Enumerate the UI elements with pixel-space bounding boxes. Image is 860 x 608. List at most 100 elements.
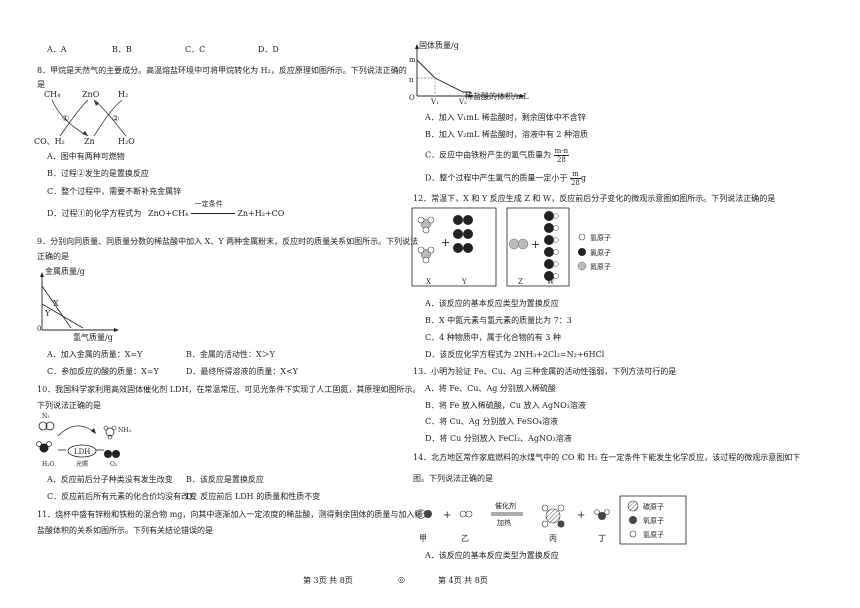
q8-option-c: C．整个过程中，需要不断补充金属锌 <box>47 187 182 196</box>
q12-option-d: D．该反应化学方程式为 2NH₃+2Cl₂=N₂+6HCl <box>425 350 605 359</box>
q8-option-d-left: ZnO+CH₄ <box>147 209 189 218</box>
q14-plus-2: + <box>577 510 585 521</box>
q11-ylabel: 固体质量/g <box>419 40 459 50</box>
q8-option-a: A．图中有两种可燃物 <box>47 152 125 161</box>
q8-label-zn: Zn <box>84 137 95 146</box>
q12-option-b: B．X 中氮元素与氢元素的质量比为 7：3 <box>425 316 572 325</box>
q10-option-d: D．反应前后 LDH 的质量和性质不变 <box>186 492 321 501</box>
q10-stem-line1: 10．我国科学家利用高效固体催化剂 LDH，在常温常压、可见光条件下实现了人工固… <box>37 385 421 394</box>
q10-label-h2o: H₂O <box>42 461 55 468</box>
q12-label-w: W <box>547 278 555 286</box>
q8-label-h2o: H₂O <box>118 137 135 146</box>
q14-catalyst: 催化剂 <box>495 501 516 510</box>
q10-stem-line2: 下列说法正确的是 <box>37 401 101 410</box>
q8-label-step1: ① <box>62 114 69 123</box>
q14-legend-hydrogen: 氢原子 <box>643 530 664 539</box>
q8-option-d-right: Zn+H₂+CO <box>237 209 285 218</box>
q10-label-nh3: NH₃ <box>118 427 131 434</box>
q8-option-b: B．过程②发生的是置换反应 <box>47 169 149 178</box>
q11-origin: O <box>409 94 415 102</box>
q8-stem-line2: 是 <box>37 80 45 89</box>
q11-option-d-prefix: D．整个过程中产生氢气的质量一定小于 <box>425 173 568 183</box>
q10-option-b: B．该反应是置换反应 <box>186 475 264 484</box>
q14-label-ding: 丁 <box>598 534 606 543</box>
q9-option-d: D．最终所得溶液的质量：X<Y <box>186 367 299 376</box>
q14-legend-oxygen: 氧原子 <box>643 516 664 525</box>
q13-stem: 13．小明为验证 Fe、Cu、Ag 三种金属的活动性强弱，下列方法可行的是 <box>413 367 677 376</box>
q9-ylabel: 金属质量/g <box>45 266 85 276</box>
q11-m-label: m <box>409 56 416 64</box>
q10-label-o2: O₂ <box>110 461 118 468</box>
q13-option-d: D．将 Cu 分别放入 FeCl₂、AgNO₃溶液 <box>425 434 572 443</box>
q11-option-d-unit: g <box>580 173 587 183</box>
q12-plus-1: + <box>441 236 450 249</box>
q7-option-a: A．A <box>47 45 67 54</box>
q8-label-ch4: CH₄ <box>44 90 60 99</box>
q9-line-x-label: X <box>53 299 59 308</box>
q9-origin: 0 <box>37 325 41 333</box>
q8-condition-text: 一定条件 <box>194 200 223 208</box>
q9-option-a: A．加入金属的质量：X=Y <box>47 350 143 359</box>
q14-option-a: A．该反应的基本反应类型为置换反应 <box>425 551 559 560</box>
q12-legend-nitrogen: 氮原子 <box>590 262 611 271</box>
page-footer-right: 第 4页 共 8页 <box>438 576 488 585</box>
q8-label-co-h2: CO、H₂ <box>34 137 65 146</box>
q12-label-x: X <box>426 278 431 286</box>
q14-label-bing: 丙 <box>549 534 557 543</box>
q11-option-b: B．加入 V₂mL 稀盐酸时，溶液中有 2 种溶质 <box>425 130 589 139</box>
q14-label-yi: 乙 <box>461 534 469 543</box>
q8-label-step2: ② <box>112 114 119 123</box>
q14-heat: 加热 <box>497 518 511 527</box>
q9-stem-line1: 9．分别向同质量、同质量分数的稀盐酸中加入 X、Y 两种金属粉末，反应时的质量关… <box>37 237 419 246</box>
q10-ldh-diagram: N₂ H₂O LDH 光照 NH₃ O₂ <box>36 413 131 468</box>
q8-label-zno: ZnO <box>82 90 100 99</box>
q9-metal-hydrogen-plot: 金属质量/g 氢气质量/g X Y 0 <box>37 266 119 342</box>
q11-v1-label: V₁ <box>430 98 439 106</box>
q13-option-a: A．将 Fe、Cu、Ag 分别放入稀硫酸 <box>425 384 556 393</box>
q10-option-c: C．反应前后所有元素的化合价均没有改变 <box>47 492 198 501</box>
q8-label-h2: H₂ <box>118 90 128 99</box>
q12-stem: 12．常温下，X 和 Y 反应生成 Z 和 W，反应前后分子变化的微观示意图如图… <box>413 194 776 203</box>
q14-label-jia: 甲 <box>419 534 427 543</box>
q10-option-a: A．反应前后分子种类没有发生改变 <box>47 475 173 484</box>
q11-option-c-prefix: C．反应中由铁粉产生的氢气质量为 <box>425 150 552 160</box>
q14-legend-carbon: 碳原子 <box>643 502 664 511</box>
q11-option-a: A．加入 V₁mL 稀盐酸时，剩余固体中不含锌 <box>425 113 586 122</box>
q11-solid-mass-plot: 固体质量/g 稀盐酸的体积/mL m n O V₁ V₂ <box>409 40 529 106</box>
q12-label-y: Y <box>461 278 467 286</box>
q11-n-label: n <box>409 76 414 84</box>
q12-plus-2: + <box>531 238 540 251</box>
q11-stem-line1: 11．烧杯中盛有锌粉和铁粉的混合物 mg，向其中逐渐加入一定浓度的稀盐酸，测得剩… <box>37 510 423 519</box>
q12-molecule-diagram: + X Y + Z W 氢原子 氯原子 氮原子 <box>411 207 611 287</box>
q8-condition-arrow: 一定条件 <box>190 200 235 218</box>
q12-label-z: Z <box>518 278 523 286</box>
q9-line-y-label: Y <box>44 309 51 318</box>
q11-v2-label: V₂ <box>458 98 467 106</box>
q10-label-ldh: LDH <box>74 448 90 456</box>
q9-option-b: B．金属的活动性：X＞Y <box>186 350 275 359</box>
q12-option-c: C．4 种物质中，属于化合物的有 3 种 <box>425 333 561 342</box>
q8-option-d-prefix: D．过程①的化学方程式为 <box>47 209 142 218</box>
q12-option-a: A．该反应的基本反应类型为置换反应 <box>425 299 559 308</box>
q7-option-c: C．C <box>185 45 206 54</box>
q13-option-b: B．将 Fe 放入稀硫酸，Cu 放入 AgNO₃溶液 <box>425 401 586 410</box>
q13-option-c: C．将 Cu、Ag 分别放入 FeSO₄溶液 <box>425 417 559 426</box>
q14-stem-line2: 图。下列说法正确的是 <box>413 474 493 483</box>
q8-stem-line1: 8．甲烷是天然气的主要成分。高温熔盐环境中可将甲烷转化为 H₂，反应原理如图所示… <box>37 66 407 75</box>
binding-mark: ◎ <box>398 575 405 584</box>
q7-option-b: B．B <box>112 45 132 54</box>
q14-reaction-diagram: 甲 + 乙 催化剂 加热 丙 + 丁 碳原子 氧原子 氢原子 <box>416 495 687 545</box>
q9-option-c: C．参加反应的酸的质量：X=Y <box>47 367 159 376</box>
q7-option-d: D．D <box>258 45 279 54</box>
q10-label-n2: N₂ <box>42 413 50 420</box>
q14-plus-1: + <box>443 510 451 521</box>
q9-xlabel: 氢气质量/g <box>73 332 113 342</box>
q8-option-d: D．过程①的化学方程式为 ZnO+CH₄ 一定条件 Zn+H₂+CO <box>47 200 285 219</box>
q10-label-light: 光照 <box>76 460 88 468</box>
q9-stem-line2: 正确的是 <box>37 252 69 261</box>
q8-zinc-cycle-diagram: CH₄ ZnO H₂ CO、H₂ Zn H₂O ① ② <box>34 90 135 146</box>
